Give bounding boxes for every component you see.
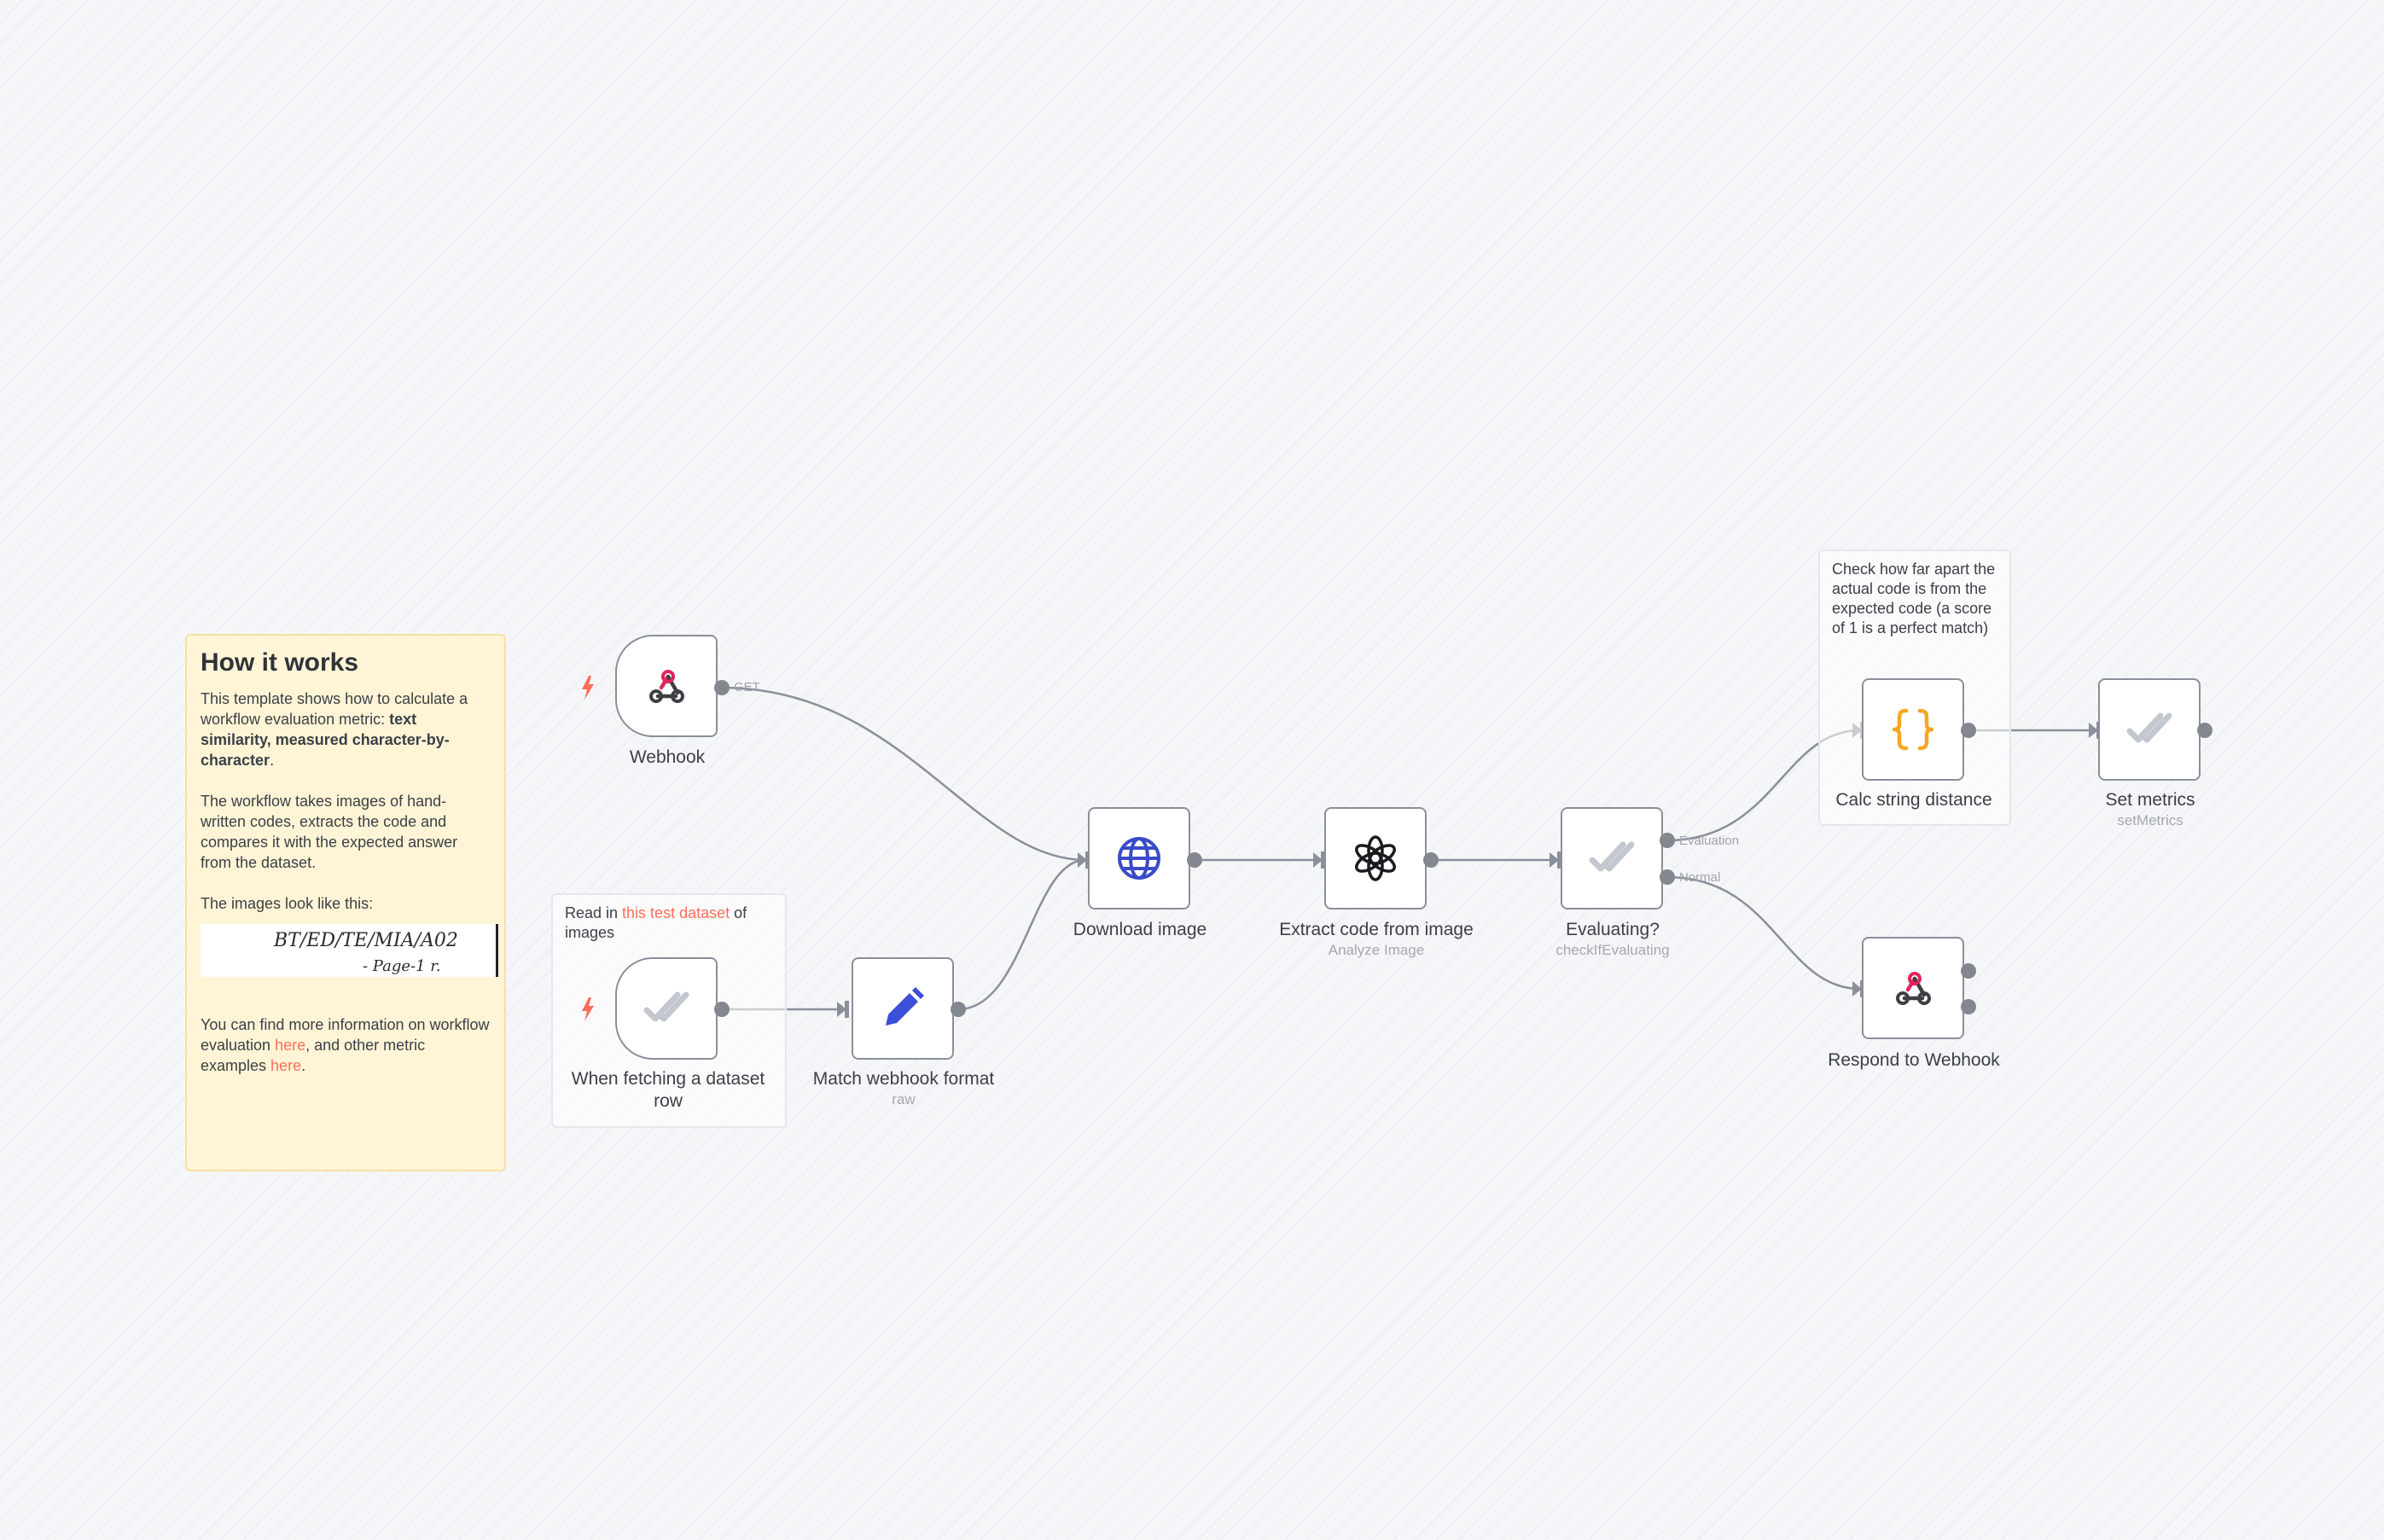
arrow-extract — [1313, 852, 1323, 868]
output-port-respond-2[interactable] — [1961, 999, 1976, 1014]
input-handle-match — [845, 1001, 849, 1018]
node-evaluating[interactable] — [1561, 807, 1663, 909]
handwritten-code-image: BT/ED/TE/MIA/A02 - Page-1 r. — [201, 924, 498, 977]
pencil-icon — [886, 987, 924, 1026]
arrow-match — [837, 1002, 846, 1017]
node-subtitle-match-format: raw — [892, 1091, 916, 1107]
output-port-match-format[interactable] — [951, 1002, 966, 1017]
test-dataset-link[interactable]: this test dataset — [622, 904, 730, 921]
node-set-metrics[interactable] — [2098, 678, 2201, 781]
webhook-icon — [649, 670, 684, 703]
arrow-evaluating — [1550, 852, 1559, 868]
node-extract-code[interactable] — [1324, 807, 1427, 909]
output-port-download-image[interactable] — [1187, 852, 1202, 868]
node-label-set-metrics: Set metrics setMetrics — [2014, 789, 2287, 830]
output-port-calc[interactable] — [1961, 723, 1976, 738]
output-port-respond-1[interactable] — [1961, 963, 1976, 979]
node-label-calc: Calc string distance — [1835, 790, 1992, 810]
node-webhook[interactable] — [615, 635, 718, 737]
node-label-evaluating: Evaluating? checkIfEvaluating — [1476, 919, 1749, 960]
edge-webhook-download — [721, 686, 1086, 862]
node-label-respond: Respond to Webhook — [1828, 1050, 2000, 1070]
output-port-normal[interactable] — [1660, 869, 1675, 885]
code-braces-icon — [1892, 708, 1934, 751]
arrow-setmetrics — [2089, 723, 2098, 738]
port-label-evaluation: Evaluation — [1679, 834, 1740, 848]
node-label-extract-code: Extract code from image Analyze Image — [1240, 919, 1513, 960]
check-icon — [2126, 712, 2172, 743]
sticky-paragraph-4: You can find more information on workflo… — [201, 1016, 490, 1074]
sticky-title: How it works — [201, 648, 359, 677]
output-port-evaluation[interactable] — [1660, 833, 1675, 848]
arrow-respond — [1852, 981, 1862, 997]
trigger-bolt-icon — [582, 676, 594, 700]
node-download-image[interactable] — [1088, 807, 1190, 909]
arrow-download — [1078, 852, 1087, 868]
sticky-paragraph-2: The workflow takes images of hand-writte… — [201, 793, 458, 871]
check-icon — [643, 991, 689, 1022]
sticky-note-how-it-works[interactable]: How it works This template shows how to … — [185, 634, 506, 1171]
sticky-calc-text: Check how far apart the actual code is f… — [1832, 561, 1996, 636]
node-label-download-image: Download image — [1073, 920, 1207, 939]
globe-icon — [1118, 837, 1160, 880]
port-label-normal: Normal — [1679, 870, 1721, 885]
node-subtitle-set-metrics: setMetrics — [2117, 812, 2183, 828]
webhook-icon — [1896, 972, 1931, 1005]
node-dataset-trigger[interactable] — [615, 957, 718, 1060]
node-label-match-format: Match webhook format raw — [767, 1068, 1040, 1109]
node-label-webhook: Webhook — [629, 747, 706, 767]
node-subtitle-evaluating: checkIfEvaluating — [1555, 942, 1670, 958]
handwritten-line-2: - Page-1 r. — [363, 957, 441, 975]
node-respond-to-webhook[interactable] — [1862, 937, 1964, 1039]
output-port-set-metrics[interactable] — [2197, 723, 2212, 738]
output-port-dataset-trigger[interactable] — [714, 1002, 730, 1017]
webhook-method-label: GET — [734, 680, 760, 694]
output-port-webhook[interactable] — [714, 680, 730, 695]
node-label-dataset-trigger: When fetching a dataset row — [571, 1069, 765, 1111]
metric-examples-link[interactable]: here — [270, 1057, 302, 1074]
docs-link[interactable]: here — [275, 1037, 306, 1054]
openai-icon — [1355, 835, 1396, 881]
check-icon — [1589, 841, 1635, 872]
node-calc-string-distance[interactable] — [1862, 678, 1964, 781]
trigger-bolt-icon — [582, 997, 594, 1021]
sticky-paragraph-3: The images look like this: — [201, 895, 374, 912]
handwritten-line-1: BT/ED/TE/MIA/A02 — [274, 930, 458, 951]
node-subtitle-extract-code: Analyze Image — [1328, 942, 1425, 958]
node-match-webhook-format[interactable] — [852, 957, 954, 1060]
output-port-extract-code[interactable] — [1423, 852, 1439, 868]
sticky-paragraph-1: This template shows how to calculate a w… — [201, 690, 468, 769]
sticky-dataset-text: Read in this test dataset of images — [565, 904, 747, 941]
